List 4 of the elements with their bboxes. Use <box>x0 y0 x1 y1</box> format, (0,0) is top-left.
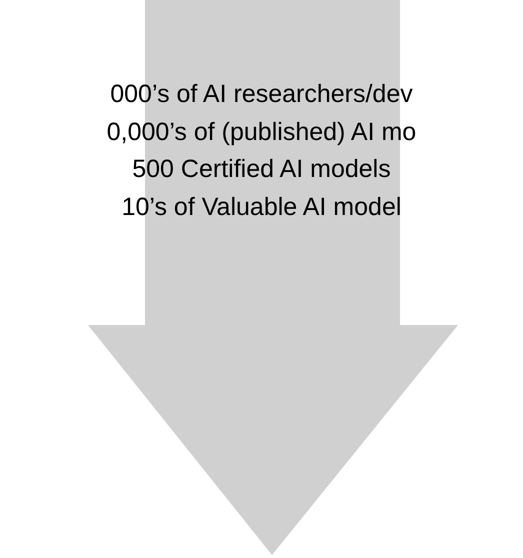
tier-text: 500 Certified AI models <box>132 155 391 183</box>
tier-text: 000’s of AI researchers/dev <box>110 80 413 108</box>
tier-text: 0,000’s of (published) AI mo <box>106 118 416 146</box>
tier-text: 10’s of Valuable AI model <box>122 193 402 221</box>
